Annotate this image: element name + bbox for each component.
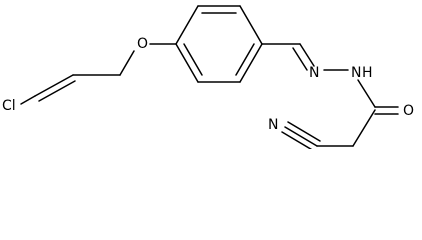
ring-inner-3 <box>183 43 203 76</box>
atom-nitrogen-imine: N <box>309 65 319 81</box>
bond-c1-c2-double-b <box>38 80 76 102</box>
bond-c-n-triple-a <box>284 126 318 147</box>
ring-bond-6 <box>175 43 199 83</box>
bond-cl-c1 <box>20 95 36 105</box>
bond-c3-o <box>119 50 135 76</box>
bond-c-n-triple-b <box>287 121 321 142</box>
ring-bond-3 <box>239 5 263 45</box>
ring-inner-2 <box>235 43 255 76</box>
bond-ch-n-double-a <box>299 43 315 67</box>
ring-bond-4 <box>239 43 263 83</box>
atom-nitrogen-amide: N <box>351 65 361 81</box>
ring-bond-1 <box>175 5 199 45</box>
molecule-structure: Cl O N N H O N <box>2 5 414 149</box>
bond-c-n-triple-c <box>281 131 313 149</box>
bond-c-ch2 <box>352 109 376 147</box>
bond-ch-n-double-b <box>292 47 308 71</box>
atom-hydrogen-amide: H <box>362 65 373 81</box>
atom-nitrogen-nitrile: N <box>268 117 278 133</box>
bond-nh-c <box>357 79 376 108</box>
bond-c1-c2-double-a <box>34 74 74 97</box>
atom-oxygen-ether: O <box>137 36 148 52</box>
atom-chlorine: Cl <box>2 98 16 114</box>
atom-oxygen-carbonyl: O <box>403 103 414 119</box>
